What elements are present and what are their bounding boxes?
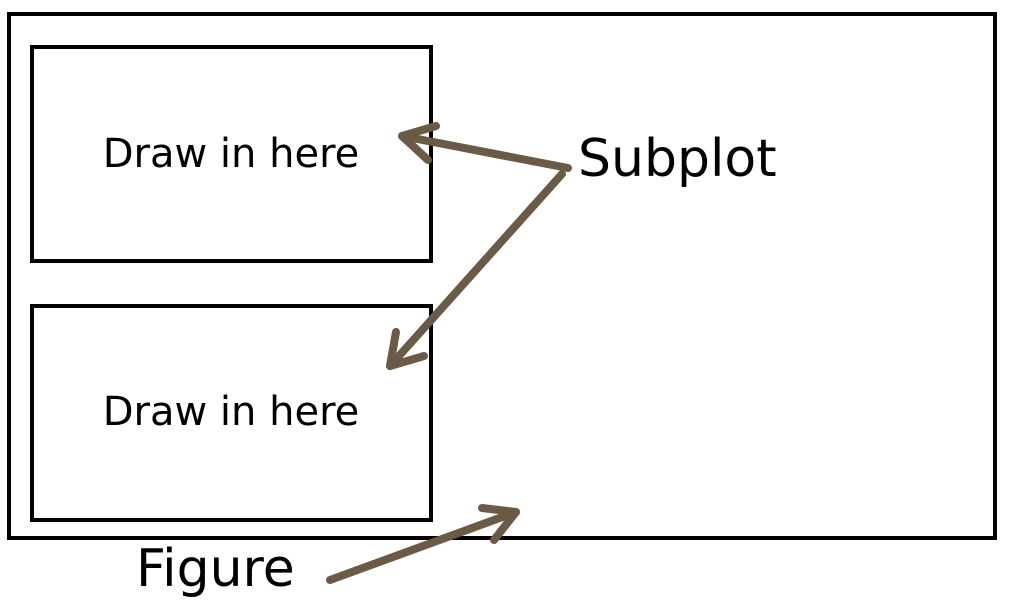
figure-frame	[7, 12, 997, 540]
subplot-2-label: Draw in here	[103, 389, 360, 435]
subplot-box-1	[30, 45, 433, 263]
subplot-1-label: Draw in here	[103, 131, 360, 177]
arrow-subplot-to-box-1	[398, 122, 572, 172]
arrow-subplot-to-box-2	[386, 170, 566, 370]
figure-callout-label: Figure	[136, 539, 295, 599]
subplot-box-2	[30, 304, 433, 522]
subplot-callout-label: Subplot	[578, 129, 777, 189]
arrows	[326, 122, 572, 584]
arrow-figure-to-frame	[326, 504, 520, 584]
